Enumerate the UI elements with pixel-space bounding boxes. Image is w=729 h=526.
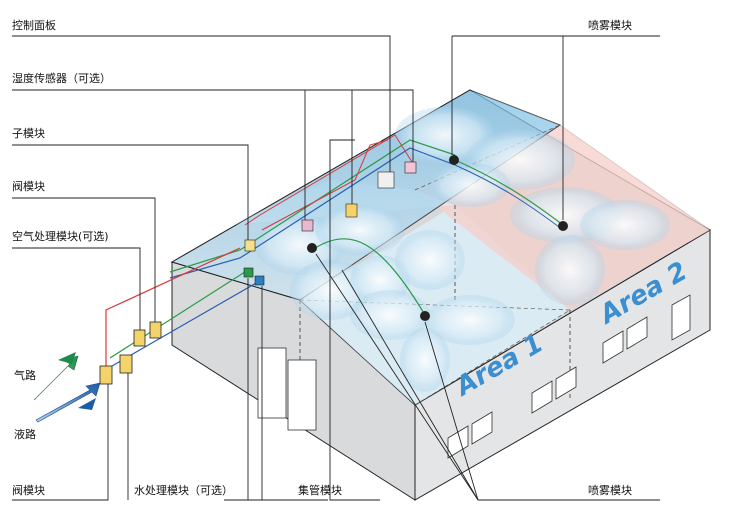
label-air-path: 气路	[14, 369, 36, 382]
label-control-panel: 控制面板	[12, 19, 56, 32]
label-manifold-module: 集管模块	[298, 484, 342, 497]
leader-lines	[12, 35, 660, 501]
mist-clouds	[255, 107, 670, 392]
label-valve-module-bottom: 阀模块	[12, 484, 45, 497]
label-valve-module-top: 阀模块	[12, 180, 45, 193]
label-spray-module-top: 喷雾模块	[588, 19, 632, 32]
label-sub-module: 子模块	[12, 127, 45, 140]
label-spray-module-bottom: 喷雾模块	[588, 484, 632, 497]
supply-lines	[105, 247, 259, 370]
air-flow-marker	[58, 352, 76, 364]
liquid-arrow	[35, 382, 101, 423]
label-humidity-sensor: 湿度传感器（可选）	[12, 72, 111, 85]
modules	[99, 161, 417, 385]
openings	[257, 294, 691, 459]
pipes	[169, 134, 564, 316]
label-water-module: 水处理模块（可选）	[134, 484, 233, 497]
liquid-flow-marker	[78, 398, 96, 410]
air-arrow	[33, 355, 79, 401]
spray-nozzles	[307, 155, 568, 321]
label-air-module: 空气处理模块(可选)	[12, 230, 109, 243]
label-liquid-path: 液路	[14, 428, 36, 441]
